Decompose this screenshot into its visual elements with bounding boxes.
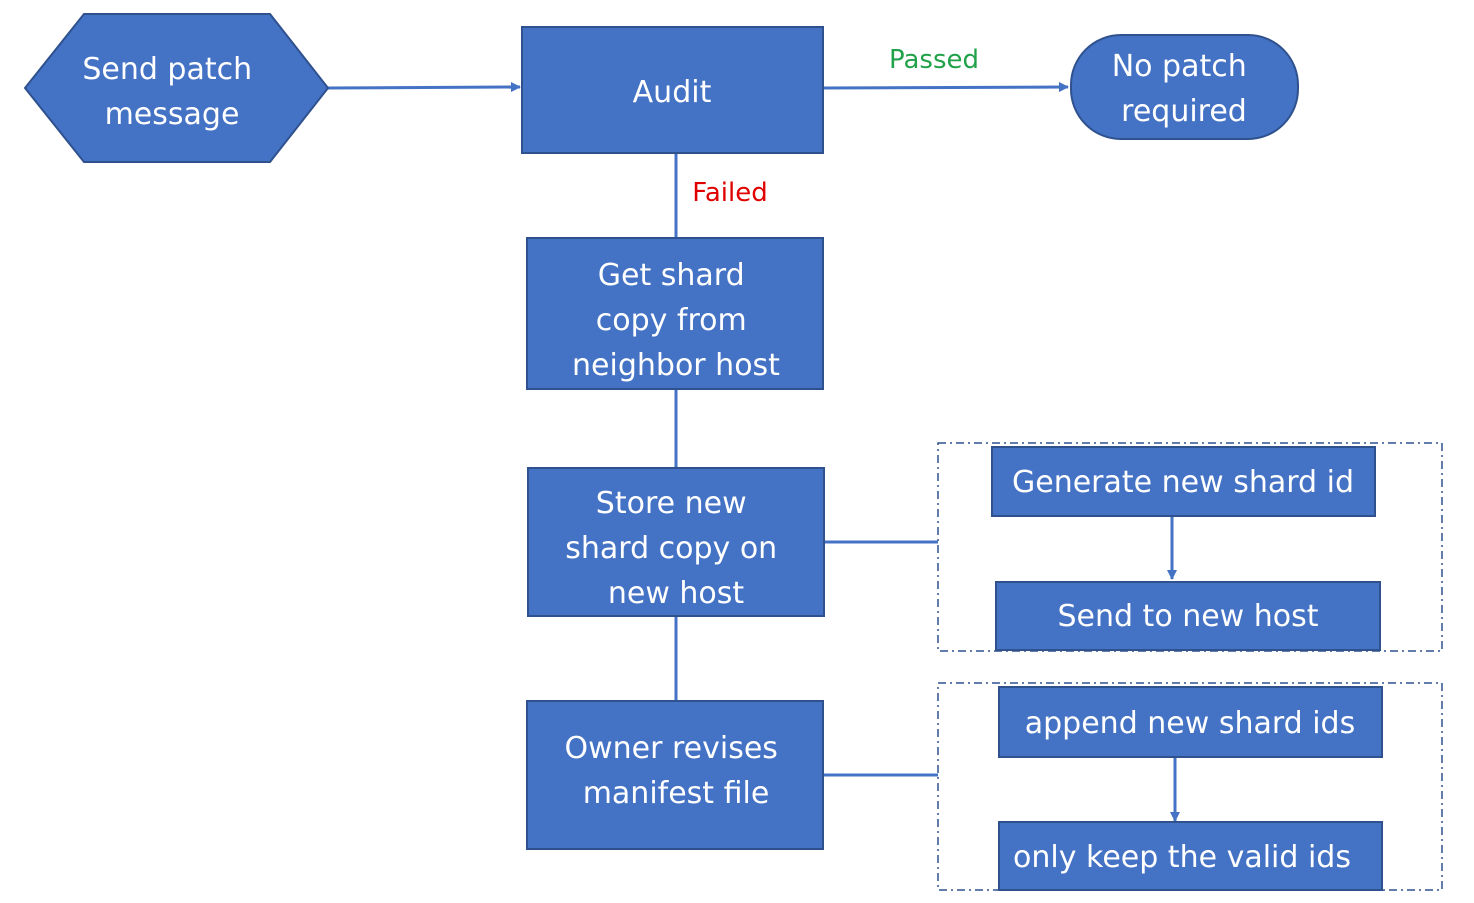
get-shard-copy-node xyxy=(526,237,824,390)
text-line: manifest file xyxy=(583,776,770,811)
owner-revises-text: Owner revises manifest file xyxy=(565,731,788,811)
generate-new-shard-id-node xyxy=(991,446,1376,517)
text-line: Get shard xyxy=(598,258,745,293)
store-new-shard-text: Store new shard copy on new host xyxy=(565,486,787,611)
append-new-shard-ids-text: append new shard ids xyxy=(1025,706,1355,741)
text-line: Store new xyxy=(596,486,747,521)
text-line: shard copy on xyxy=(565,531,777,566)
text-line: Owner revises xyxy=(565,731,778,766)
text-line: new host xyxy=(608,576,745,611)
arrow-audit-to-no-patch xyxy=(822,82,1069,93)
append-new-shard-ids-node xyxy=(998,686,1383,758)
manifest-group-box xyxy=(937,682,1443,891)
text-line: append new shard ids xyxy=(1025,706,1355,741)
owner-revises-node xyxy=(526,700,824,850)
text-line: required xyxy=(1121,94,1247,129)
text-line: message xyxy=(105,97,240,132)
arrow-send-to-audit xyxy=(327,82,521,93)
send-to-new-host-text: Send to new host xyxy=(1057,599,1318,634)
no-patch-required-text: No patch required xyxy=(1112,49,1257,129)
send-to-new-host-node xyxy=(995,581,1381,651)
text-line: Send to new host xyxy=(1057,599,1318,634)
text-line: Send patch xyxy=(82,52,252,87)
text-line: copy from xyxy=(596,303,747,338)
shard-id-group-box xyxy=(937,442,1443,652)
text-line: No patch xyxy=(1112,49,1247,84)
send-patch-message-node xyxy=(23,13,330,163)
text-line: Audit xyxy=(633,75,712,110)
only-keep-valid-ids-node xyxy=(998,821,1383,891)
no-patch-required-node xyxy=(1070,34,1299,140)
generate-new-shard-id-text: Generate new shard id xyxy=(1012,465,1354,500)
send-patch-message-text: Send patch message xyxy=(82,52,261,132)
text-line: only keep the valid ids xyxy=(1013,840,1351,875)
only-keep-valid-ids-text: only keep the valid ids xyxy=(1013,840,1351,875)
text-line: neighbor host xyxy=(572,348,780,383)
audit-text: Audit xyxy=(633,75,712,110)
get-shard-copy-text: Get shard copy from neighbor host xyxy=(572,258,780,383)
store-new-shard-node xyxy=(527,467,825,617)
edge-label-failed: Failed xyxy=(692,178,767,208)
edge-label-passed: Passed xyxy=(889,45,979,75)
audit-node xyxy=(521,26,824,154)
text-line: Generate new shard id xyxy=(1012,465,1354,500)
